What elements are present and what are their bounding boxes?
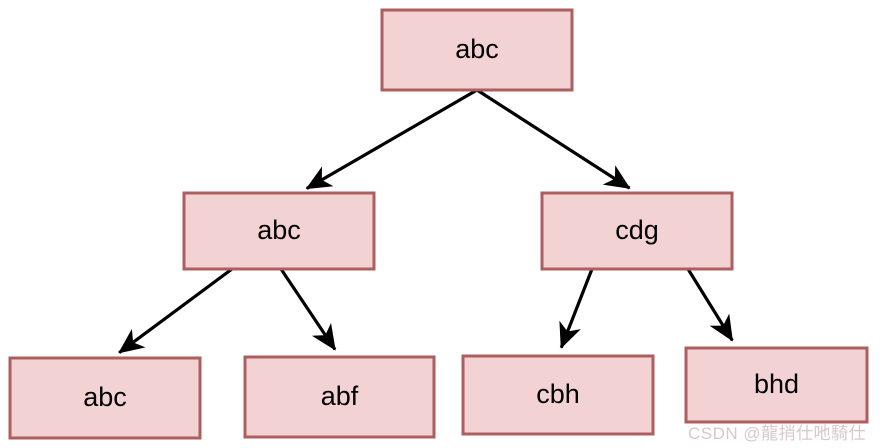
node-box[interactable] bbox=[182, 191, 376, 271]
node-leaf-4[interactable]: bhd bbox=[684, 346, 869, 424]
edge-root-to-cdg bbox=[476, 88, 631, 190]
edges-layer bbox=[118, 88, 734, 354]
node-root[interactable]: abc bbox=[380, 8, 574, 92]
node-label: abc bbox=[83, 382, 127, 412]
node-leaf-1[interactable]: abc bbox=[8, 356, 202, 440]
node-label: abc bbox=[455, 34, 499, 64]
edge-root-to-abc bbox=[305, 88, 478, 190]
nodes-layer: abc abc cdg abc abf cbh bbox=[8, 8, 869, 440]
node-box[interactable] bbox=[243, 355, 436, 439]
node-leaf-3[interactable]: cbh bbox=[461, 354, 655, 436]
node-leaf-2[interactable]: abf bbox=[243, 355, 436, 439]
node-label: abf bbox=[321, 381, 359, 411]
node-level2-right[interactable]: cdg bbox=[540, 191, 734, 271]
node-box[interactable] bbox=[540, 191, 734, 271]
node-box[interactable] bbox=[461, 354, 655, 436]
node-box[interactable] bbox=[8, 356, 202, 440]
edge-abc-to-abc bbox=[118, 267, 233, 354]
node-label: bhd bbox=[754, 369, 799, 399]
node-label: abc bbox=[257, 215, 301, 245]
edge-cdg-to-bhd bbox=[686, 268, 734, 342]
node-label: cbh bbox=[536, 379, 580, 409]
edge-cdg-to-cbh bbox=[559, 268, 594, 349]
node-label: cdg bbox=[615, 215, 659, 245]
node-level2-left[interactable]: abc bbox=[182, 191, 376, 271]
node-box[interactable] bbox=[380, 8, 574, 92]
node-box[interactable] bbox=[684, 346, 869, 424]
edge-abc-to-abf bbox=[279, 268, 337, 351]
